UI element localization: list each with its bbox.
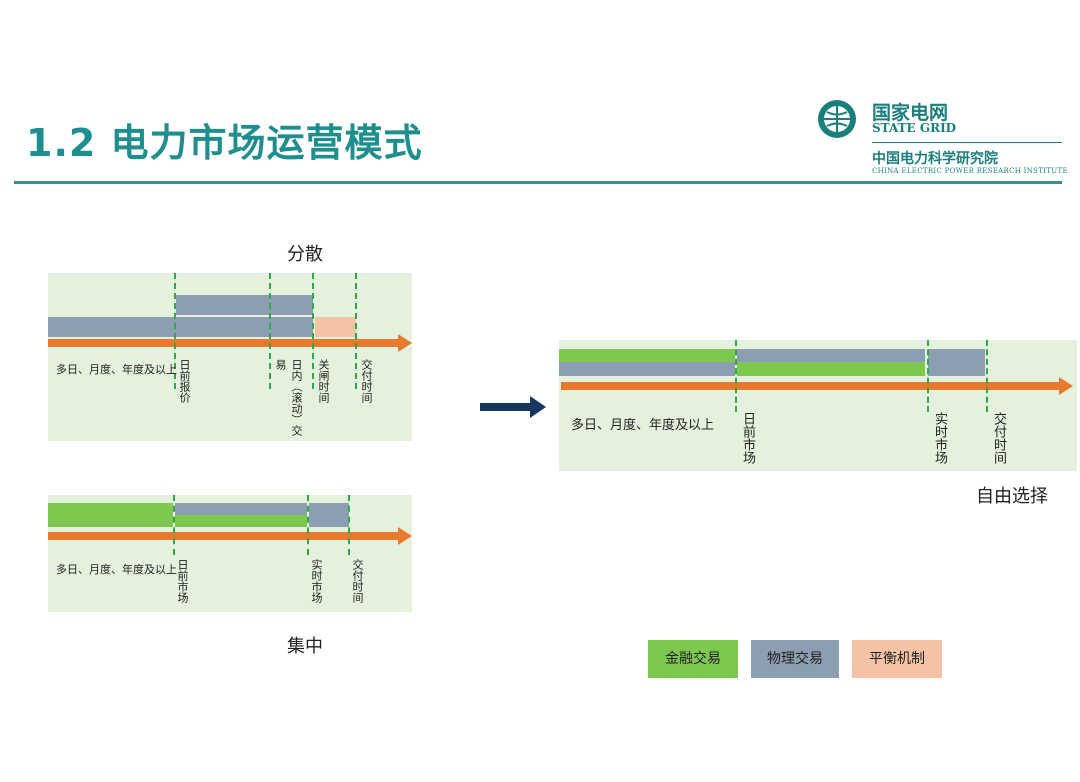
timeline-arrow bbox=[48, 532, 400, 540]
marker-line bbox=[307, 495, 309, 555]
timeline-arrow bbox=[561, 382, 1061, 390]
marker-line bbox=[355, 273, 357, 389]
legend-balancing: 平衡机制 bbox=[852, 640, 942, 678]
decentralized-panel: 多日、月度、年度及以上 日前报价 日内（滚动）交易 关闸时间 交付时间 bbox=[48, 273, 412, 441]
state-grid-logo: 国家电网 STATE GRID 中国电力科学研究院 CHINA ELECTRIC… bbox=[814, 96, 1068, 180]
institute-name-en: CHINA ELECTRIC POWER RESEARCH INSTITUTE bbox=[872, 167, 1068, 175]
centralized-caption: 集中 bbox=[287, 636, 323, 657]
state-grid-emblem-icon bbox=[818, 100, 856, 138]
dayahead-financial-bar bbox=[737, 362, 925, 376]
marker-line bbox=[173, 495, 175, 555]
long-term-financial-bar bbox=[48, 503, 173, 527]
legend-physical: 物理交易 bbox=[751, 640, 839, 678]
centralized-panel: 多日、月度、年度及以上 日前市场 实时市场 交付时间 bbox=[48, 495, 412, 612]
marker-label: 交付时间 bbox=[360, 359, 373, 403]
marker-line bbox=[174, 273, 176, 389]
marker-label: 交付时间 bbox=[991, 412, 1006, 464]
institute-name-cn: 中国电力科学研究院 bbox=[872, 151, 998, 167]
marker-line bbox=[927, 340, 929, 412]
marker-label: 实时市场 bbox=[310, 559, 323, 603]
marker-label: 日前市场 bbox=[176, 559, 189, 603]
marker-line bbox=[986, 340, 988, 412]
timeline-arrowhead-icon bbox=[1059, 377, 1073, 395]
marker-line bbox=[735, 340, 737, 412]
page-title: 1.2 电力市场运营模式 bbox=[26, 121, 423, 165]
long-term-financial-bar bbox=[559, 349, 735, 362]
legend-financial: 金融交易 bbox=[648, 640, 738, 678]
period-label: 多日、月度、年度及以上 bbox=[56, 363, 177, 376]
marker-label: 日前报价 bbox=[178, 359, 191, 403]
marker-line bbox=[348, 495, 350, 555]
logo-name-cn: 国家电网 bbox=[872, 102, 949, 124]
timeline-arrow bbox=[48, 339, 400, 347]
period-label: 多日、月度、年度及以上 bbox=[571, 418, 715, 433]
dayahead-physical-bar bbox=[737, 349, 925, 362]
title-divider bbox=[14, 181, 1062, 184]
marker-label: 日内（滚动）交易 bbox=[274, 359, 303, 436]
marker-line bbox=[312, 273, 314, 389]
logo-name-en: STATE GRID bbox=[872, 121, 957, 135]
dayahead-physical-bar bbox=[175, 503, 307, 515]
realtime-physical-bar bbox=[309, 503, 349, 527]
realtime-physical-bar bbox=[928, 349, 985, 376]
marker-line bbox=[269, 273, 271, 389]
marker-label: 实时市场 bbox=[932, 412, 947, 464]
decentralized-caption: 分散 bbox=[287, 244, 323, 265]
marker-label: 关闸时间 bbox=[317, 359, 330, 403]
long-term-physical-bar bbox=[48, 317, 313, 337]
period-label: 多日、月度、年度及以上 bbox=[56, 563, 177, 576]
timeline-arrowhead-icon bbox=[398, 527, 412, 545]
intraday-physical-bar bbox=[176, 295, 313, 315]
timeline-arrowhead-icon bbox=[398, 334, 412, 352]
transition-arrow-icon bbox=[480, 396, 546, 418]
dayahead-financial-bar bbox=[175, 515, 307, 527]
marker-label: 交付时间 bbox=[351, 559, 364, 603]
free-choice-panel: 多日、月度、年度及以上 日前市场 实时市场 交付时间 bbox=[559, 340, 1077, 471]
logo-divider bbox=[872, 142, 1062, 143]
long-term-physical-bar bbox=[559, 362, 735, 376]
marker-label: 日前市场 bbox=[740, 412, 755, 464]
free-choice-caption: 自由选择 bbox=[976, 486, 1048, 507]
balancing-bar bbox=[315, 317, 356, 337]
